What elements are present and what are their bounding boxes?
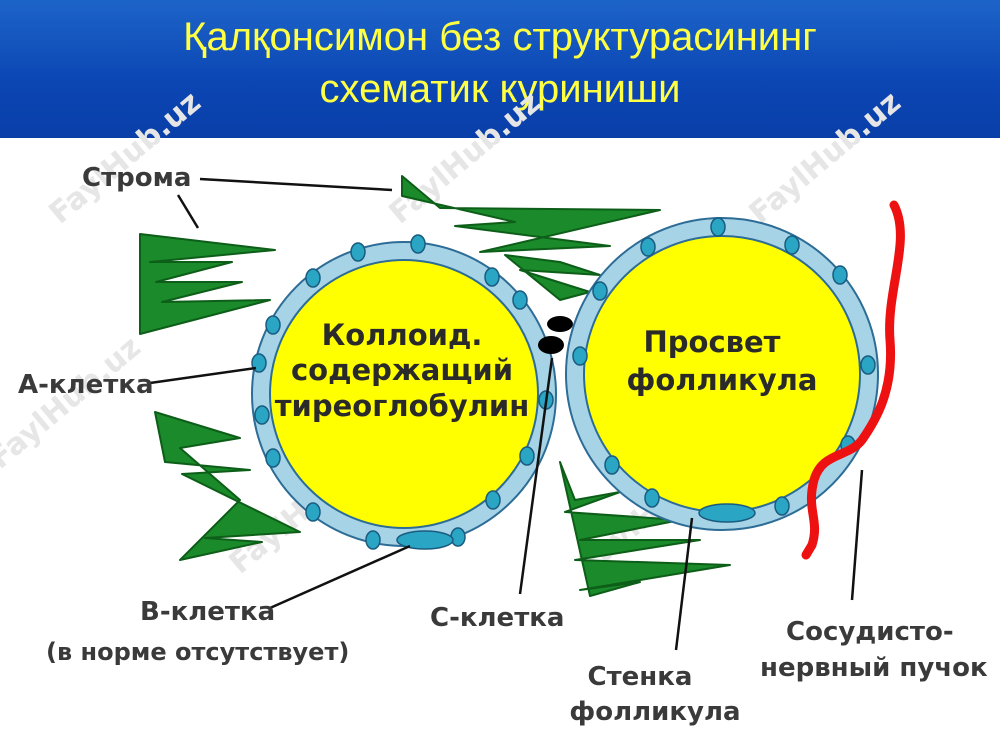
leader-stroma-1 (199, 177, 393, 192)
c-cell (547, 316, 573, 332)
label-c-cell: С-клетка (430, 603, 564, 633)
label-wall-line-2: фолликула (569, 697, 740, 727)
nucleus (592, 281, 608, 301)
leader-stroma-2 (176, 194, 200, 229)
a-cell-nuclei (572, 217, 876, 516)
nucleus (784, 235, 800, 255)
nucleus (410, 234, 426, 254)
nucleus (710, 217, 726, 237)
wall-cell (698, 503, 756, 523)
title-line-2: схематик куриниши (319, 67, 681, 111)
nucleus (774, 496, 790, 516)
title-banner: Қалқонсимон без структурасининг схематик… (0, 0, 1000, 138)
label-stroma: Строма (82, 163, 191, 193)
b-cell (396, 530, 454, 550)
lumen-text-line-1: Просвет (644, 325, 781, 359)
vascular-nerve-bundle (801, 200, 905, 560)
nucleus (265, 315, 281, 335)
leader-lines (149, 177, 864, 651)
left-follicle: Коллоид. содержащий тиреоглобулин (251, 234, 557, 550)
leader-b-cell (269, 544, 411, 610)
nucleus (265, 448, 281, 468)
right-follicle: Просвет фолликула (565, 217, 879, 531)
leader-wall (674, 517, 694, 651)
label-bundle-line-2: нервный пучок (760, 653, 988, 683)
nucleus (450, 527, 466, 547)
stroma (139, 175, 731, 597)
nucleus (484, 267, 500, 287)
watermark: FaylHub.uz (43, 85, 208, 231)
c-cells (538, 316, 573, 354)
nucleus (512, 290, 528, 310)
colloid-text-line-2: содержащий (291, 353, 513, 387)
colloid-lumen (269, 259, 539, 529)
nucleus (485, 490, 501, 510)
label-b-cell: В-клетка (140, 597, 275, 627)
leader-bundle (850, 469, 864, 601)
nucleus (254, 405, 270, 425)
nucleus (519, 446, 535, 466)
c-cell (538, 336, 564, 354)
stroma-wedge (154, 411, 301, 561)
stroma-wedge (401, 175, 661, 253)
label-a-cell: А-клетка (18, 370, 154, 400)
colloid-text-line-3: тиреоглобулин (275, 389, 530, 423)
nucleus (365, 530, 381, 550)
nucleus (350, 242, 366, 262)
watermark: FaylHub.uz (743, 85, 908, 231)
nucleus (640, 237, 656, 257)
nucleus (604, 455, 620, 475)
nucleus (832, 265, 848, 285)
label-wall-line-1: Стенка (588, 662, 693, 692)
lumen-text-line-2: фолликула (627, 363, 818, 397)
leader-a-cell (149, 366, 257, 385)
nucleus (305, 268, 321, 288)
stroma-wedge (504, 254, 601, 301)
title-line-1: Қалқонсимон без структурасининг (183, 15, 817, 59)
watermark: FaylHub.uz (0, 330, 148, 476)
leader-c-cell (518, 357, 554, 595)
colloid-text-line-1: Коллоид. (322, 318, 483, 352)
stroma-wedge (139, 233, 276, 335)
label-bundle-line-1: Сосудисто- (786, 617, 954, 647)
nucleus (644, 488, 660, 508)
nucleus (305, 502, 321, 522)
label-b-cell-note: (в норме отсутствует) (46, 638, 349, 666)
nucleus (860, 355, 876, 375)
nucleus (572, 346, 588, 366)
